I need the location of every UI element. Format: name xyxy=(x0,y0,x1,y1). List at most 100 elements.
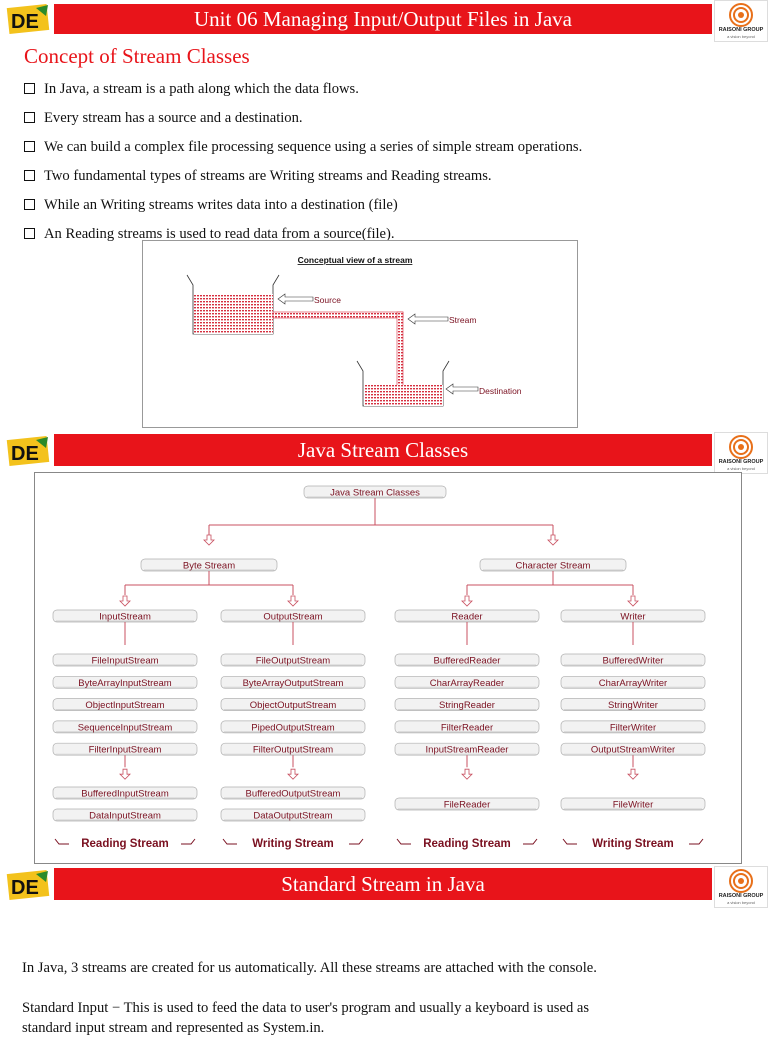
bullet-text: While an Writing streams writes data int… xyxy=(44,197,398,213)
stream-label: Stream xyxy=(449,315,476,325)
bullet-item: While an Writing streams writes data int… xyxy=(24,195,582,224)
class-node-label: BufferedWriter xyxy=(603,656,664,667)
root-node-label: Java Stream Classes xyxy=(330,488,420,499)
class-node-label: DataOutputStream xyxy=(253,811,332,822)
raisoni-logo-icon: RAISONI GROUP a vision beyond xyxy=(714,866,768,908)
bullet-item: We can build a complex file processing s… xyxy=(24,137,582,166)
class-node xyxy=(220,720,366,734)
bullet-list: In Java, a stream is a path along which … xyxy=(24,79,582,253)
bullet-text: In Java, a stream is a path along which … xyxy=(44,81,359,97)
figure1-title: Conceptual view of a stream xyxy=(298,255,413,265)
class-node-label: CharArrayReader xyxy=(430,678,504,689)
class-node xyxy=(52,808,198,822)
class-node-label: DataInputStream xyxy=(89,811,161,822)
stream-head-node-label: Writer xyxy=(620,612,645,623)
stream-pipe-horizontal xyxy=(272,311,404,319)
class-node xyxy=(394,720,540,734)
class-node xyxy=(52,698,198,711)
down-arrow-icon xyxy=(627,768,639,780)
logo-tagline: a vision beyond xyxy=(727,34,755,39)
class-node xyxy=(560,797,706,811)
class-node xyxy=(394,698,540,711)
logo-brand-text: RAISONI GROUP xyxy=(718,27,764,33)
svg-text:DE: DE xyxy=(11,877,39,899)
class-node-label: ObjectOutputStream xyxy=(250,700,337,711)
class-node xyxy=(52,675,198,689)
raisoni-logo-icon: RAISONI GROUP a vision beyond xyxy=(714,0,768,42)
college-logo-icon: DE xyxy=(6,2,50,36)
bullet-text: Two fundamental types of streams are Wri… xyxy=(44,168,492,184)
class-node-label: ByteArrayOutputStream xyxy=(243,678,344,689)
class-node xyxy=(394,653,540,667)
class-node xyxy=(394,675,540,689)
checkbox-icon xyxy=(24,112,35,123)
class-node-label: FileOutputStream xyxy=(256,656,331,667)
down-arrow-icon xyxy=(119,595,131,607)
stream-head-node-label: Reader xyxy=(451,612,482,623)
class-node xyxy=(560,720,706,734)
svg-text:DE: DE xyxy=(11,11,39,33)
stream-pipe-vertical xyxy=(396,311,404,388)
bullet-item: Two fundamental types of streams are Wri… xyxy=(24,166,582,195)
source-label: Source xyxy=(314,295,341,305)
standard-paragraph-3: standard input stream and represented as… xyxy=(22,1020,325,1036)
stream-head-node-label: OutputStream xyxy=(263,612,322,623)
class-node-label: CharArrayWriter xyxy=(599,678,667,689)
stream-concept-figure: Conceptual view of a stream Source Strea… xyxy=(142,240,578,428)
class-node xyxy=(560,675,706,689)
source-fluid xyxy=(194,294,273,334)
logo-tagline: a vision beyond xyxy=(727,900,755,905)
checkbox-icon xyxy=(24,199,35,210)
standard-paragraph-2: Standard Input − This is used to feed th… xyxy=(22,1000,590,1016)
class-node-label: FileWriter xyxy=(613,800,653,811)
destination-arrow-icon xyxy=(445,383,479,395)
bullet-text: An Reading streams is used to read data … xyxy=(44,226,395,242)
class-node-label: StringWriter xyxy=(608,700,658,711)
class-node xyxy=(220,808,366,822)
college-logo-icon: DE xyxy=(6,434,50,468)
class-node-label: ObjectInputStream xyxy=(85,700,164,711)
class-node-label: PipedOutputStream xyxy=(251,722,335,733)
bullet-item: An Reading streams is used to read data … xyxy=(24,224,582,253)
bullet-text: Every stream has a source and a destinat… xyxy=(44,110,303,126)
class-node xyxy=(52,786,198,800)
stream-footer-label: Writing Stream xyxy=(252,838,334,850)
bracket-left-icon xyxy=(222,838,237,845)
class-node-label: BufferedOutputStream xyxy=(246,789,341,800)
class-node xyxy=(220,675,366,689)
logo-tagline: a vision beyond xyxy=(727,466,755,471)
header-bar-java-streams: Java Stream Classes xyxy=(54,434,712,466)
down-arrow-icon xyxy=(547,534,559,546)
class-node xyxy=(52,653,198,667)
checkbox-icon xyxy=(24,228,35,239)
stream-footer-label: Reading Stream xyxy=(423,838,511,850)
logo-brand-text: RAISONI GROUP xyxy=(718,893,764,899)
class-node-label: InputStreamReader xyxy=(426,745,509,756)
stream-footer-label: Writing Stream xyxy=(592,838,674,850)
class-node-label: FileInputStream xyxy=(91,656,158,667)
bracket-right-icon xyxy=(523,838,538,845)
checkbox-icon xyxy=(24,83,35,94)
byte-stream-node-label: Byte Stream xyxy=(183,561,235,572)
bullet-text: We can build a complex file processing s… xyxy=(44,139,583,155)
header-title: Java Stream Classes xyxy=(297,438,469,462)
raisoni-logo-icon: RAISONI GROUP a vision beyond xyxy=(714,432,768,474)
class-node xyxy=(220,653,366,667)
svg-text:DE: DE xyxy=(11,443,39,465)
class-node-label: OutputStreamWriter xyxy=(591,745,675,756)
class-node xyxy=(560,653,706,667)
bullet-item: Every stream has a source and a destinat… xyxy=(24,108,582,137)
bracket-right-icon xyxy=(181,838,196,845)
checkbox-icon xyxy=(24,141,35,152)
header-title: Unit 06 Managing Input/Output Files in J… xyxy=(194,7,572,31)
bracket-left-icon xyxy=(396,838,411,845)
down-arrow-icon xyxy=(461,768,473,780)
class-node-label: FileReader xyxy=(444,800,490,811)
stream-head-node-label: InputStream xyxy=(99,612,151,623)
class-node-label: FilterOutputStream xyxy=(253,745,333,756)
stream-arrow-icon xyxy=(407,313,449,325)
destination-label: Destination xyxy=(479,386,522,396)
header-bar-unit: Unit 06 Managing Input/Output Files in J… xyxy=(54,4,712,34)
down-arrow-icon xyxy=(119,768,131,780)
class-node xyxy=(220,786,366,800)
